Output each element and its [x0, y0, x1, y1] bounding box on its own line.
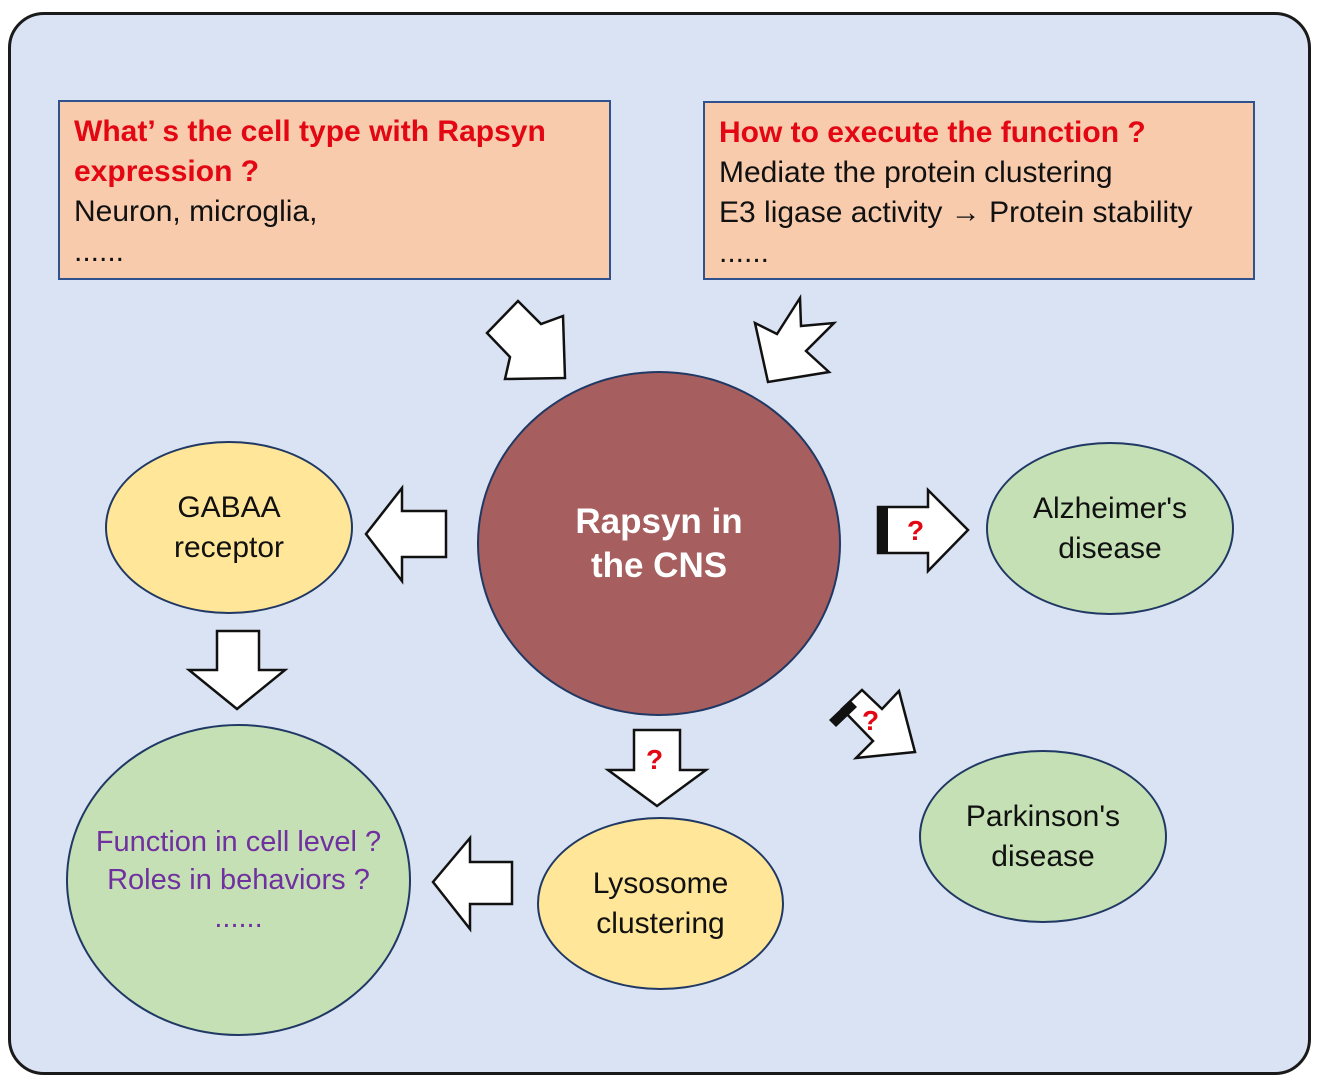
- lysosome-question-mark: ?: [646, 744, 664, 775]
- function-behavior-node: Function in cell level ? Roles in behavi…: [66, 724, 411, 1036]
- arrow-center-to-lysosome: [604, 728, 710, 808]
- function-line2: Roles in behaviors ?: [107, 864, 370, 896]
- function-answer-2: E3 ligase activity → Protein stability: [719, 196, 1193, 229]
- center-node-line1: Rapsyn in: [575, 501, 743, 541]
- parkinson-node: Parkinson's disease: [919, 750, 1167, 923]
- alzheimer-inhibition-bar: [878, 507, 888, 553]
- cell-type-question: What’ s the cell type with Rapsyn expres…: [74, 115, 546, 188]
- arrow-function-to-center: [753, 293, 838, 384]
- center-node-rapsyn: Rapsyn in the CNS: [477, 371, 841, 716]
- lysosome-line1: Lysosome: [592, 866, 729, 900]
- arrow-cell-type-to-center: [485, 299, 567, 381]
- cell-type-answer: Neuron, microglia,: [74, 195, 318, 228]
- function-ellipsis: ......: [719, 236, 770, 269]
- parkinson-inhibition-bar: [829, 700, 857, 727]
- alzheimer-line1: Alzheimer's: [1032, 491, 1188, 525]
- gabaa-receptor-node: GABAA receptor: [105, 441, 353, 614]
- arrow-center-to-parkinson: [840, 688, 917, 760]
- function-question-box: How to execute the function ? Mediate th…: [703, 101, 1255, 280]
- alzheimer-node: Alzheimer's disease: [986, 442, 1234, 615]
- arrow-center-to-gabaa: [364, 484, 448, 585]
- alzheimer-line2: disease: [1058, 531, 1162, 565]
- cell-type-ellipsis: ......: [74, 235, 125, 268]
- function-answer-1: Mediate the protein clustering: [719, 156, 1113, 189]
- parkinson-question-mark: ?: [862, 705, 880, 736]
- arrow-lysosome-to-function: [431, 834, 514, 933]
- center-node-line2: the CNS: [590, 545, 728, 585]
- function-question: How to execute the function ?: [719, 116, 1146, 149]
- gabaa-line2: receptor: [173, 530, 285, 564]
- gabaa-line1: GABAA: [177, 490, 281, 524]
- lysosome-clustering-node: Lysosome clustering: [537, 817, 784, 990]
- lysosome-line2: clustering: [596, 906, 725, 940]
- cell-type-question-box: What’ s the cell type with Rapsyn expres…: [58, 100, 611, 280]
- alzheimer-question-mark: ?: [907, 515, 925, 546]
- parkinson-line1: Parkinson's: [965, 799, 1121, 833]
- parkinson-line2: disease: [991, 839, 1095, 873]
- function-line1: Function in cell level ?: [95, 826, 382, 858]
- arrow-gabaa-to-function: [185, 629, 289, 711]
- function-line3: ......: [214, 902, 263, 934]
